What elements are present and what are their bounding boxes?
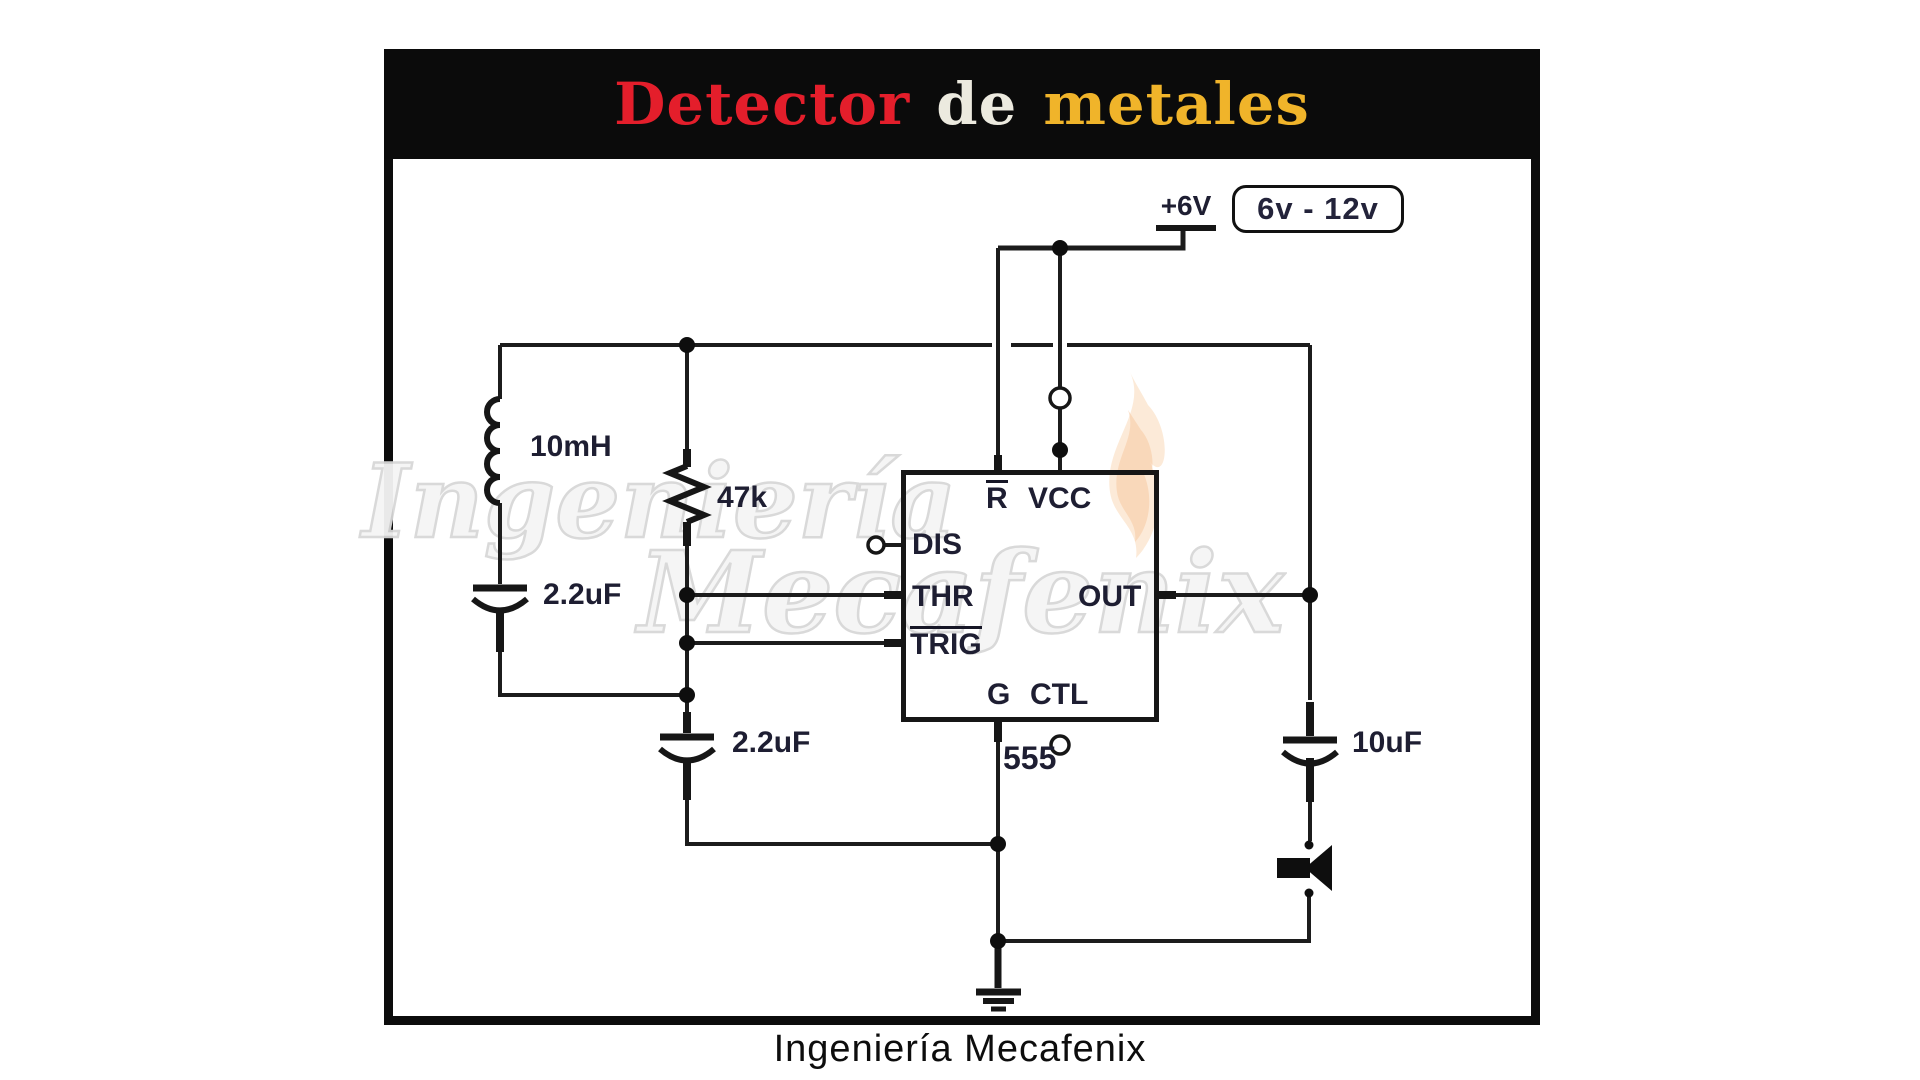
ic-part-number-label: 555 [1003,740,1057,776]
pin-label-threshold: THR [912,580,974,613]
supply-voltage-label: +6V [1160,190,1212,221]
title-word-metales: metales [1043,70,1311,138]
ic-555-body [901,470,1159,722]
pin-label-vcc: VCC [1028,482,1092,515]
vcc-connector-circle [1048,386,1072,410]
junction-dots [679,240,1318,949]
pin-label-reset: R [986,480,1008,515]
resistor-symbol [662,463,712,525]
capacitor-output-symbol [1281,736,1339,767]
speaker-icon [1277,840,1332,898]
resistor-value-label: 47k [717,481,768,514]
control-terminal-circle [1049,734,1071,756]
image-caption: Ingeniería Mecafenix [773,1028,1147,1070]
capacitor-tank-symbol [471,584,529,614]
capacitor-output-value-label: 10uF [1352,726,1423,759]
pin-label-trigger: TRIG [910,626,982,661]
pin-label-ground: G [987,678,1011,711]
pin-label-output: OUT [1078,580,1142,613]
title-word-de: de [935,70,1018,138]
terminal-circles [866,386,1072,756]
pin-label-control: CTL [1030,678,1089,711]
title-word-detector: Detector [613,70,910,138]
capacitor-trigger-symbol [658,733,716,764]
capacitor-trigger-value-label: 2.2uF [732,726,811,759]
pin-label-discharge: DIS [912,528,963,561]
title-banner: Detector de metales [384,49,1540,159]
ground-icon [976,988,1021,1012]
inductor-symbol [484,396,501,506]
voltage-range-box: 6v - 12v [1232,185,1404,233]
wires [498,230,1312,943]
flame-icon [1109,372,1165,558]
watermark-line1: Ingeniería [361,441,958,564]
voltage-range-label: 6v - 12v [1257,191,1379,226]
capacitor-tank-value-label: 2.2uF [543,578,622,611]
inductor-value-label: 10mH [530,430,612,463]
discharge-terminal-circle [866,535,886,555]
